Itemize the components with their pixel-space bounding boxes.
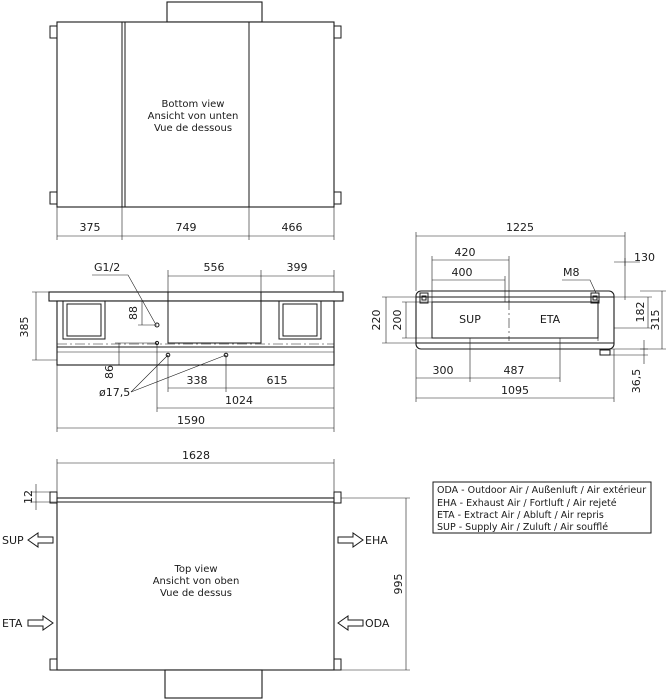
- top-view-title-de: Ansicht von oben: [153, 576, 240, 587]
- front-view: G1/2 556 399 385 88 86 ø17,5 338 615: [18, 261, 344, 432]
- dim-400: 400: [452, 266, 473, 279]
- sup-arrow-icon: [27, 532, 54, 548]
- mounting-bracket: [333, 658, 342, 671]
- dim-399: 399: [287, 261, 308, 274]
- dim-749: 749: [176, 221, 197, 234]
- side-eta-label: ETA: [540, 313, 561, 326]
- top-view: Top view Ansicht von oben Vue de dessus …: [2, 449, 410, 699]
- top-view-title-fr: Vue de dessus: [160, 588, 232, 599]
- dim-1024: 1024: [225, 394, 253, 407]
- dim-130: 130: [634, 251, 655, 264]
- port-eha: EHA: [365, 534, 388, 547]
- legend-box: [432, 481, 652, 534]
- dim-556: 556: [204, 261, 225, 274]
- oda-arrow-icon: [337, 615, 364, 631]
- mounting-bracket: [333, 491, 342, 504]
- dim-182: 182: [634, 302, 647, 323]
- port-sup: SUP: [2, 534, 24, 547]
- dim-1590: 1590: [177, 414, 205, 427]
- dim-1628: 1628: [182, 449, 210, 462]
- dim-315: 315: [649, 310, 662, 331]
- center-duct: [167, 291, 262, 344]
- dim-36-5: 36,5: [630, 369, 643, 394]
- left-spigot: [62, 300, 106, 340]
- side-view: SUP ETA 1225 420 400 M8 130 220 200: [370, 221, 666, 402]
- legend: ODA - Outdoor Air / Außenluft / Air exté…: [432, 481, 652, 534]
- bottom-view-outline: [56, 21, 335, 208]
- top-view-outline: [56, 497, 335, 671]
- dim-12: 12: [22, 490, 35, 504]
- mounting-bracket: [333, 191, 342, 205]
- legend-eta: ETA - Extract Air / Abluft / Air repris: [437, 510, 604, 521]
- mounting-bracket: [49, 25, 58, 39]
- dim-420: 420: [455, 246, 476, 259]
- port-oda: ODA: [365, 617, 390, 630]
- bottom-view-title-fr: Vue de dessous: [154, 123, 232, 134]
- side-sup-label: SUP: [459, 313, 481, 326]
- drain-stub: [599, 349, 611, 356]
- dim-1225: 1225: [506, 221, 534, 234]
- dim-338: 338: [187, 374, 208, 387]
- top-view-bottom-collar: [164, 669, 263, 699]
- bottom-view-title: Bottom view: [162, 99, 225, 110]
- mounting-bracket: [49, 491, 58, 504]
- dim-200: 200: [391, 310, 404, 331]
- dim-300: 300: [433, 364, 454, 377]
- dim-615: 615: [267, 374, 288, 387]
- mounting-bracket: [333, 25, 342, 39]
- m8-fixing: [419, 292, 429, 304]
- m8-label: M8: [563, 266, 580, 279]
- port-eta: ETA: [2, 617, 23, 630]
- right-spigot: [278, 300, 322, 340]
- front-view-outline: [56, 300, 335, 366]
- dim-487: 487: [504, 364, 525, 377]
- dim-1095: 1095: [501, 384, 529, 397]
- legend-eha: EHA - Exhaust Air / Fortluft / Air rejet…: [437, 498, 617, 509]
- side-view-outline: [415, 290, 615, 350]
- legend-sup: SUP - Supply Air / Zuluft / Air soufflé: [437, 522, 608, 533]
- top-view-title: Top view: [173, 564, 217, 575]
- bottom-view: Bottom view Ansicht von unten Vue de des…: [49, 1, 342, 240]
- dim-375: 375: [80, 221, 101, 234]
- dim-995: 995: [392, 574, 405, 595]
- mounting-bracket: [49, 191, 58, 205]
- dim-466: 466: [282, 221, 303, 234]
- dim-220: 220: [370, 310, 383, 331]
- bottom-view-top-collar: [166, 1, 263, 23]
- dim-86: 86: [103, 365, 116, 379]
- hole-diameter-label: ø17,5: [99, 386, 130, 399]
- legend-oda: ODA - Outdoor Air / Außenluft / Air exté…: [437, 485, 646, 496]
- front-view-top-flange: [48, 291, 344, 302]
- dim-88: 88: [127, 306, 140, 320]
- m8-fixing: [590, 292, 600, 304]
- bottom-view-title-de: Ansicht von unten: [148, 111, 239, 122]
- eha-arrow-icon: [337, 532, 364, 548]
- mounting-bracket: [49, 658, 58, 671]
- thread-label: G1/2: [94, 261, 120, 274]
- dim-385: 385: [18, 317, 31, 338]
- eta-arrow-icon: [27, 615, 54, 631]
